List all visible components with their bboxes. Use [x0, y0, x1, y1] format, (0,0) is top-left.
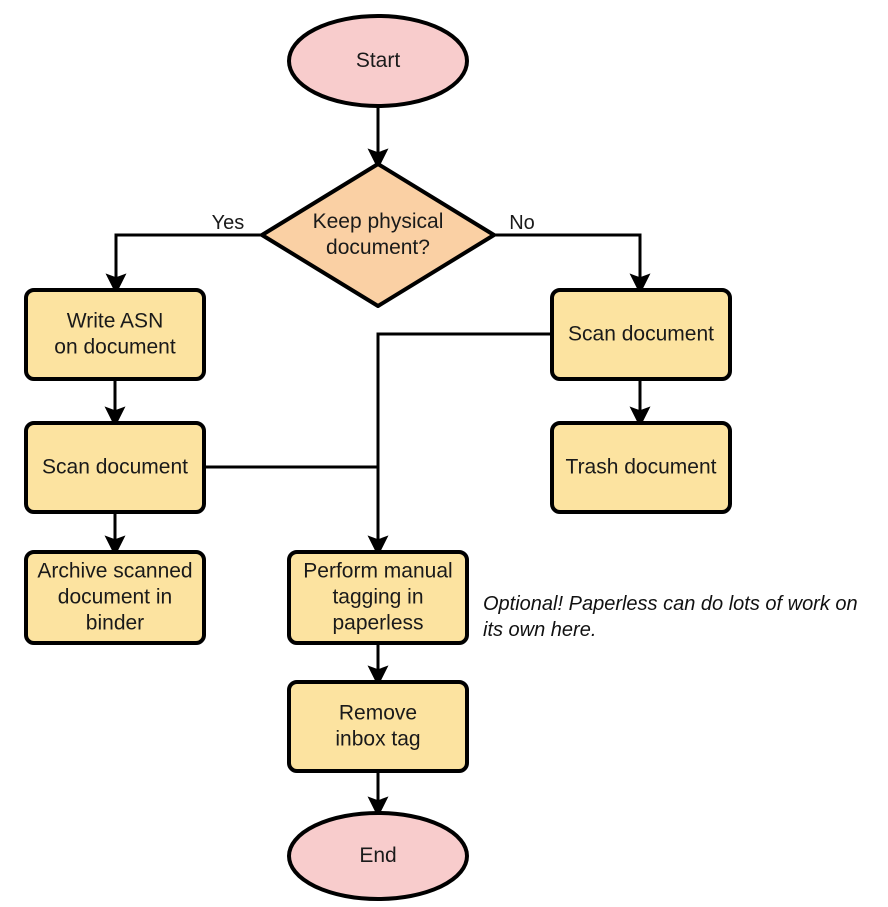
terminator-shape	[287, 14, 469, 108]
node-trash-document[interactable]: Trash document	[550, 421, 732, 514]
node-label: Scan document	[568, 322, 714, 345]
node-label: Scan document	[42, 455, 188, 478]
edge-labels-layer: Yes No	[212, 212, 535, 234]
process-shape	[24, 288, 206, 381]
edge-scan-right-to-manual-tagging	[367, 332, 552, 557]
node-end[interactable]: End	[287, 811, 469, 901]
node-label: Start	[356, 49, 401, 72]
annotations-layer: Optional! Paperless can do lots of work …	[483, 593, 858, 641]
node-scan-document-left[interactable]: Scan document	[24, 421, 206, 514]
terminator-shape	[287, 811, 469, 901]
process-shape	[24, 550, 206, 645]
process-shape	[24, 421, 206, 514]
edge-label-yes: Yes	[212, 212, 245, 234]
annotation-optional-note: Optional! Paperless can do lots of work …	[483, 593, 858, 641]
node-scan-document-right[interactable]: Scan document	[550, 288, 732, 381]
decision-shape	[260, 162, 496, 308]
process-shape	[550, 421, 732, 514]
process-shape	[287, 680, 469, 773]
process-shape	[550, 288, 732, 381]
edge-label-no: No	[509, 212, 535, 234]
process-shape	[287, 550, 469, 645]
node-start[interactable]: Start	[287, 14, 469, 108]
edges-layer	[104, 106, 651, 818]
node-label: Trash document	[566, 455, 717, 478]
edge-decision-to-scan-right	[494, 233, 651, 295]
edge-decision-to-write-asn	[105, 233, 262, 295]
node-label: End	[359, 844, 396, 867]
